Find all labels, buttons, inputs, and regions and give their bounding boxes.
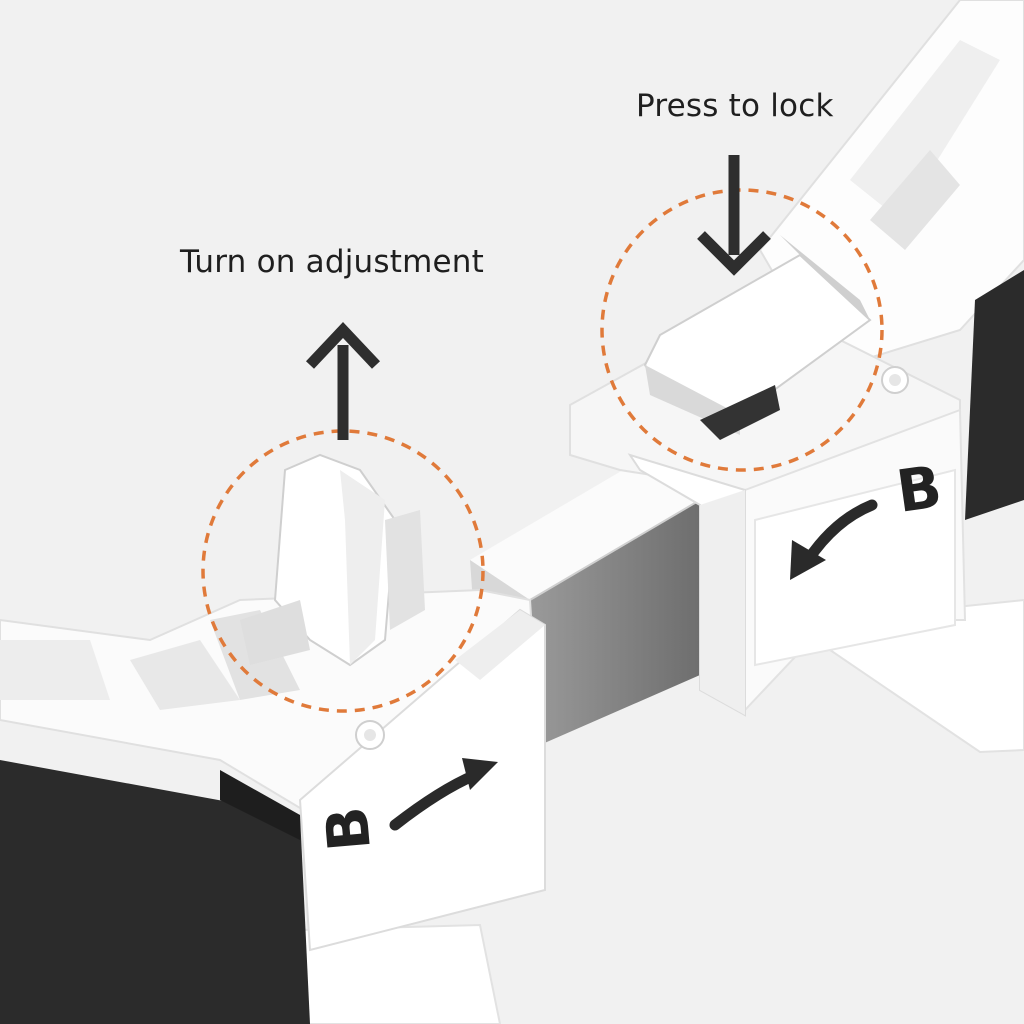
adjust-highlight-circle (201, 429, 485, 713)
arrow-up-icon (305, 321, 381, 440)
arrow-left-icon (790, 499, 878, 580)
left-clamp (0, 453, 546, 1024)
adjust-instruction-label: Turn on adjustment (180, 244, 484, 280)
lock-highlight-circle (600, 188, 884, 472)
right-clamp (569, 0, 1024, 754)
arrow-right-icon (389, 758, 498, 831)
arrow-down-icon (697, 155, 771, 276)
left-clamp-letter: B (312, 804, 384, 854)
right-clamp-letter: B (892, 452, 945, 525)
lock-instruction-label: Press to lock (636, 88, 834, 124)
